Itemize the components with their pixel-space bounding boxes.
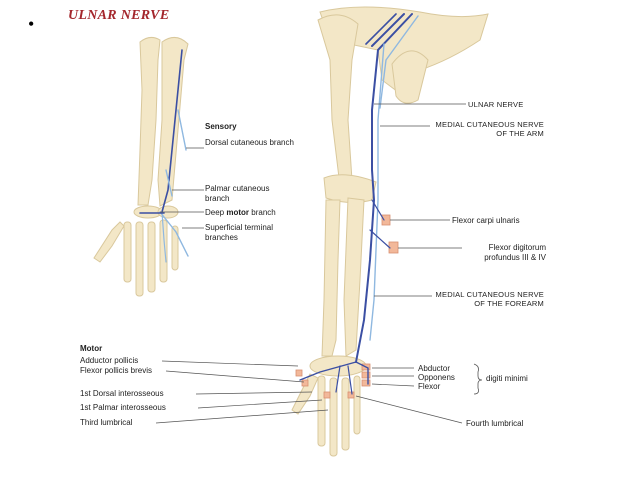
label-adductor-pollicis: Adductor pollicis xyxy=(80,356,139,365)
label-fdp: Flexor digitorum profundus III & IV xyxy=(484,243,546,262)
muscle-markers xyxy=(295,214,399,399)
label-deep-pre: Deep xyxy=(205,208,227,217)
label-1st-palmar-interosseous: 1st Palmar interosseous xyxy=(80,403,166,412)
scapula xyxy=(319,6,489,104)
label-deep-bold: motor xyxy=(226,208,250,217)
label-digiti-minimi: digiti minimi xyxy=(486,374,528,383)
label-third-lumbrical: Third lumbrical xyxy=(80,418,133,427)
label-superficial-terminal: Superficial terminal branches xyxy=(205,223,274,242)
left-nerves xyxy=(139,49,189,263)
label-medial-cutaneous-forearm: MEDIAL CUTANEOUS NERVE OF THE FOREARM xyxy=(435,290,544,308)
bullet: • xyxy=(28,14,35,34)
label-deep-post: branch xyxy=(249,208,276,217)
label-ulnar-nerve: ULNAR NERVE xyxy=(468,100,524,109)
label-medial-cutaneous-arm: MEDIAL CUTANEOUS NERVE OF THE ARM xyxy=(435,120,544,138)
right-nerves xyxy=(299,13,419,395)
left-forearm-bones xyxy=(133,36,189,219)
leader-lines xyxy=(155,103,466,424)
label-abductor: Abductor xyxy=(418,364,451,373)
motor-heading: Motor xyxy=(80,344,103,353)
label-1st-dorsal-interosseous: 1st Dorsal interosseous xyxy=(80,389,164,398)
label-palmar-cutaneous: Palmar cutaneous branch xyxy=(205,184,270,203)
right-hand-bones xyxy=(291,355,367,457)
label-flexor-pollicis-brevis: Flexor pollicis brevis xyxy=(80,366,153,375)
page-title: ULNAR NERVE xyxy=(68,8,170,23)
left-hand-bones xyxy=(93,219,179,297)
label-flexor-carpi-ulnaris: Flexor carpi ulnaris xyxy=(452,216,520,225)
label-deep-motor-branch: Deep motor branch xyxy=(205,208,276,218)
label-fourth-lumbrical: Fourth lumbrical xyxy=(466,419,524,428)
label-opponens: Opponens xyxy=(418,373,455,382)
digiti-minimi-brace xyxy=(473,363,483,395)
label-dorsal-cutaneous: Dorsal cutaneous branch xyxy=(205,138,294,147)
sensory-heading: Sensory xyxy=(205,122,237,131)
label-flexor: Flexor xyxy=(418,382,441,391)
right-forearm-bones xyxy=(321,197,365,357)
